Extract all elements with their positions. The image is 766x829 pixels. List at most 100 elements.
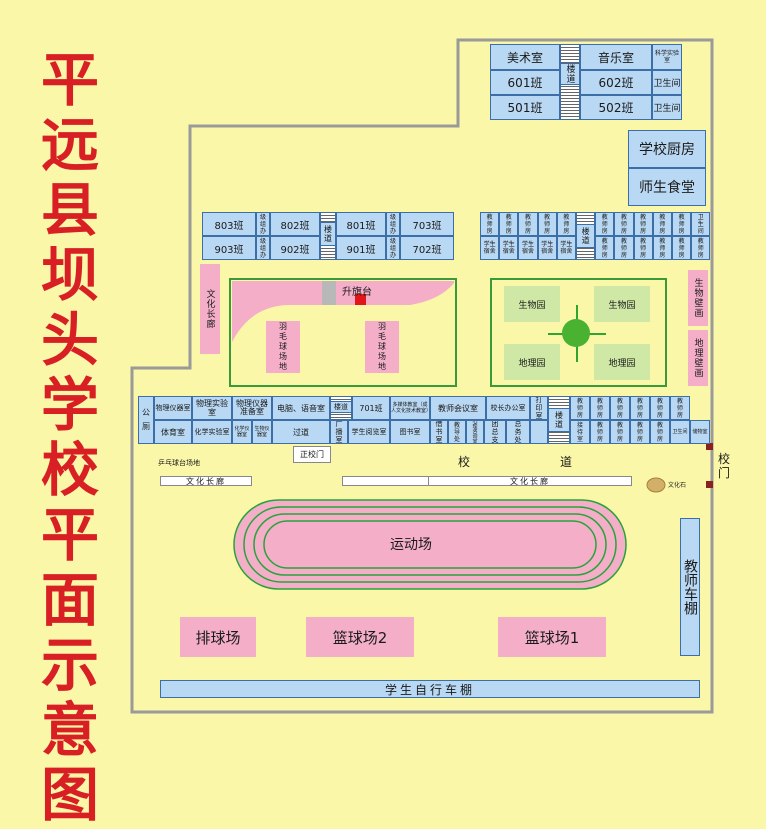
- book-lending-room[interactable]: 借书室: [430, 420, 448, 444]
- geography-garden-2[interactable]: 地理园: [594, 344, 650, 380]
- title-char: 坝: [40, 241, 99, 309]
- badminton-court-1[interactable]: 羽毛球场地: [266, 321, 300, 373]
- teacher-room[interactable]: 教师房: [691, 236, 711, 260]
- canteen[interactable]: 师生食堂: [628, 168, 706, 206]
- grade-office-3[interactable]: 级组办: [386, 212, 400, 236]
- student-reading-room[interactable]: 学生阅览室: [348, 420, 390, 444]
- physics-store[interactable]: 物理仪器室: [154, 396, 192, 420]
- student-dorm[interactable]: 学生宿舍: [556, 236, 576, 260]
- top-toilet-a[interactable]: 卫生间: [652, 70, 682, 95]
- teacher-room[interactable]: 教师房: [633, 236, 653, 260]
- class-801[interactable]: 801班: [336, 212, 386, 236]
- main-gate-label[interactable]: 正校门: [293, 446, 331, 463]
- teacher-meeting-room[interactable]: 教师会议室: [430, 396, 486, 420]
- chemistry-store[interactable]: 化学仪器室: [232, 420, 252, 444]
- basketball-court-2[interactable]: 篮球场2: [306, 617, 414, 657]
- library[interactable]: 图书室: [390, 420, 430, 444]
- grade-office-1[interactable]: 级组办: [256, 212, 270, 236]
- class-601[interactable]: 601班: [490, 70, 560, 95]
- east-wc-room[interactable]: 卫生间: [670, 420, 690, 444]
- class-602[interactable]: 602班: [580, 70, 652, 95]
- teacher-room[interactable]: 教师房: [614, 236, 634, 260]
- student-dorm[interactable]: 学生宿舍: [518, 236, 538, 260]
- sports-room[interactable]: 体育室: [154, 420, 192, 444]
- teacher-room[interactable]: 教师房: [672, 236, 692, 260]
- class-901[interactable]: 901班: [336, 236, 386, 260]
- grade-office-4[interactable]: 级组办: [386, 236, 400, 260]
- east-reception-room[interactable]: 接待室: [570, 420, 590, 444]
- computer-language-lab[interactable]: 电脑、语音室: [272, 396, 330, 420]
- art-room[interactable]: 美术室: [490, 44, 560, 70]
- student-dorm[interactable]: 学生宿舍: [537, 236, 557, 260]
- east-teacher-room[interactable]: 教师房: [590, 420, 610, 444]
- student-dorm[interactable]: 学生宿舍: [499, 236, 519, 260]
- top-toilet-b[interactable]: 卫生间: [652, 95, 682, 120]
- dorm-toilet[interactable]: 卫生间: [691, 212, 711, 236]
- class-703[interactable]: 703班: [400, 212, 454, 236]
- biology-garden-1[interactable]: 生物园: [504, 286, 560, 322]
- school-kitchen[interactable]: 学校厨房: [628, 130, 706, 168]
- academic-office[interactable]: 教导处: [448, 420, 466, 444]
- volleyball-court[interactable]: 排球场: [180, 617, 256, 657]
- east-teacher-room[interactable]: 教师房: [630, 420, 650, 444]
- teacher-room[interactable]: 教师房: [672, 212, 692, 236]
- teacher-room[interactable]: 教师房: [595, 212, 615, 236]
- passage[interactable]: 过道: [272, 420, 330, 444]
- biology-garden-2[interactable]: 生物园: [594, 286, 650, 322]
- student-bike-shed[interactable]: 学生自行车棚: [160, 680, 700, 698]
- teacher-room[interactable]: 教师房: [556, 212, 576, 236]
- music-room[interactable]: 音乐室: [580, 44, 652, 70]
- teacher-room[interactable]: 教师房: [537, 212, 557, 236]
- principal-office[interactable]: 校长办公室: [486, 396, 530, 420]
- multimedia-room[interactable]: 多媒体教室（成人文化技术教室）: [390, 396, 430, 420]
- general-affairs-office[interactable]: 总务处: [506, 420, 530, 444]
- class-702[interactable]: 702班: [400, 236, 454, 260]
- class-802[interactable]: 802班: [270, 212, 320, 236]
- east-teacher-room[interactable]: 教师房: [590, 396, 610, 420]
- east-teacher-room[interactable]: 教师房: [610, 396, 630, 420]
- geography-mural: 地理壁画: [688, 330, 708, 386]
- title-char: 头: [40, 306, 99, 374]
- print-room[interactable]: 打印室: [530, 396, 548, 420]
- east-store-room[interactable]: 储物室: [690, 420, 710, 444]
- teacher-room[interactable]: 教师房: [614, 212, 634, 236]
- class-701[interactable]: 701班: [352, 396, 390, 420]
- basketball-court-1[interactable]: 篮球场1: [498, 617, 606, 657]
- teacher-room[interactable]: 教师房: [652, 212, 672, 236]
- class-803[interactable]: 803班: [202, 212, 256, 236]
- teacher-room[interactable]: 教师房: [518, 212, 538, 236]
- youth-league-office[interactable]: 团总支: [484, 420, 506, 444]
- teacher-room[interactable]: 教师房: [595, 236, 615, 260]
- physics-lab[interactable]: 物理实验室: [192, 396, 232, 420]
- science-lab[interactable]: 科学实验室: [652, 44, 682, 70]
- geography-garden-1[interactable]: 地理园: [504, 344, 560, 380]
- track-lane-3: [253, 513, 607, 576]
- class-502[interactable]: 502班: [580, 95, 652, 120]
- track-lane-4: [263, 520, 597, 569]
- physics-prep-room[interactable]: 物理仪器准备室: [232, 396, 272, 420]
- badminton-court-2[interactable]: 羽毛球场地: [365, 321, 399, 373]
- teacher-room[interactable]: 教师房: [480, 212, 500, 236]
- public-toilet[interactable]: 公厕: [138, 396, 154, 444]
- school-gate-label[interactable]: 校门: [718, 452, 731, 480]
- teacher-room[interactable]: 教师房: [633, 212, 653, 236]
- student-dorm[interactable]: 学生宿舍: [480, 236, 500, 260]
- class-902[interactable]: 902班: [270, 236, 320, 260]
- broadcast-room[interactable]: 广播室: [330, 420, 348, 444]
- class-501[interactable]: 501班: [490, 95, 560, 120]
- east-teacher-room[interactable]: 教师房: [610, 420, 630, 444]
- teacher-room[interactable]: 教师房: [499, 212, 519, 236]
- east-teacher-room[interactable]: 教师房: [650, 420, 670, 444]
- chemistry-lab[interactable]: 化学实验室: [192, 420, 232, 444]
- east-teacher-room[interactable]: 教师房: [670, 396, 690, 420]
- east-teacher-room[interactable]: 教师房: [650, 396, 670, 420]
- psych-counseling-room[interactable]: 心理咨询室: [466, 420, 484, 444]
- biology-store[interactable]: 生物仪器室: [252, 420, 272, 444]
- east-teacher-room[interactable]: 教师房: [570, 396, 590, 420]
- east-teacher-room[interactable]: 教师房: [630, 396, 650, 420]
- grade-office-2[interactable]: 级组办: [256, 236, 270, 260]
- teacher-room[interactable]: 教师房: [652, 236, 672, 260]
- class-903[interactable]: 903班: [202, 236, 256, 260]
- teacher-bike-shed[interactable]: 教师车棚: [680, 518, 700, 656]
- flag-pole-base: [322, 281, 336, 305]
